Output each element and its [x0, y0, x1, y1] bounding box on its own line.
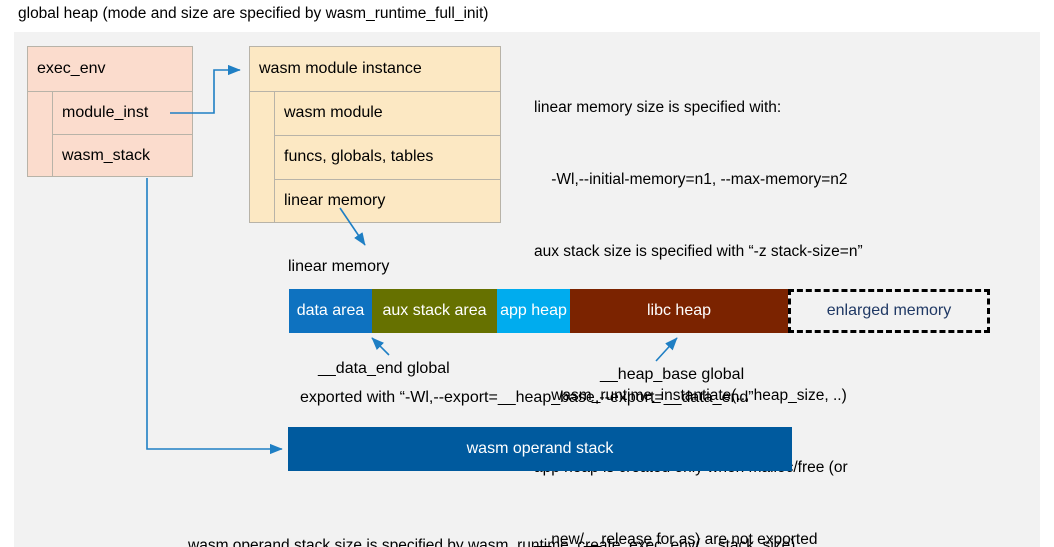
- annotation-data-end-label: __data_end global: [318, 360, 450, 377]
- module-instance-indent-line: [274, 91, 275, 223]
- module-instance-header: wasm module instance: [249, 46, 501, 91]
- module-instance-header-label: wasm module instance: [259, 59, 422, 77]
- exec-env-divider-1: [27, 91, 193, 92]
- operand-stack-note-line-1: wasm operand stack size is specified by …: [188, 537, 796, 547]
- memory-segment-app-heap-label: app heap: [500, 302, 567, 319]
- module-instance-field-funcs-globals-tables: funcs, globals, tables: [274, 135, 501, 179]
- module-instance-field-funcs-globals-tables-label: funcs, globals, tables: [284, 148, 434, 165]
- exec-env-header-label: exec_env: [37, 59, 106, 77]
- page-title: global heap (mode and size are specified…: [18, 5, 489, 22]
- memory-segment-enlarged-memory: enlarged memory: [788, 289, 990, 333]
- operand-stack-note: wasm operand stack size is specified by …: [188, 481, 795, 547]
- memory-segment-libc-heap: libc heap: [570, 289, 788, 333]
- module-instance-divider-1: [249, 91, 501, 92]
- exec-env-field-module-inst: module_inst: [52, 91, 193, 134]
- exec-env-box: [27, 46, 193, 177]
- memory-segment-data-area-label: data area: [296, 302, 365, 319]
- wasm-operand-stack-box: wasm operand stack: [288, 427, 792, 471]
- exec-env-divider-2: [52, 134, 193, 135]
- annotation-heap-base-label: __heap_base global: [600, 366, 745, 383]
- exec-env-header: exec_env: [27, 46, 193, 91]
- exec-env-field-module-inst-label: module_inst: [62, 103, 149, 121]
- annotation-data-end: __data_end global: [318, 360, 450, 378]
- linear-memory-bar: data area aux stack area app heap libc h…: [289, 289, 990, 333]
- info-line-3: aux stack size is specified with “-z sta…: [534, 243, 863, 260]
- memory-segment-app-heap: app heap: [497, 289, 570, 333]
- info-line-5: wasm_runtime_instantiate(.., heap_size, …: [534, 387, 847, 404]
- exec-env-field-wasm-stack: wasm_stack: [52, 134, 193, 177]
- annotation-exported-with: exported with “-Wl,--export=__heap_base,…: [300, 389, 754, 407]
- module-instance-box: [249, 46, 501, 223]
- module-instance-divider-3: [274, 179, 501, 180]
- wasm-operand-stack-label: wasm operand stack: [466, 440, 614, 457]
- info-line-7: __new/__release for as) are not exported: [534, 531, 818, 547]
- info-line-1: linear memory size is specified with:: [534, 99, 782, 116]
- module-instance-field-wasm-module-label: wasm module: [284, 104, 383, 121]
- module-instance-field-linear-memory: linear memory: [274, 179, 501, 223]
- memory-segment-aux-stack-area: aux stack area: [372, 289, 497, 333]
- memory-segment-enlarged-memory-label: enlarged memory: [826, 302, 952, 319]
- module-instance-field-wasm-module: wasm module: [274, 91, 501, 135]
- memory-segment-data-area: data area: [289, 289, 372, 333]
- annotation-heap-base: __heap_base global: [600, 366, 744, 384]
- memory-segment-libc-heap-label: libc heap: [646, 302, 712, 319]
- linear-memory-caption: linear memory: [288, 258, 390, 275]
- module-instance-field-linear-memory-label: linear memory: [284, 192, 386, 209]
- exec-env-field-wasm-stack-label: wasm_stack: [62, 146, 151, 164]
- info-line-2: -Wl,--initial-memory=n1, --max-memory=n2: [534, 171, 848, 188]
- module-instance-divider-2: [274, 135, 501, 136]
- annotation-exported-with-label: exported with “-Wl,--export=__heap_base,…: [300, 389, 754, 406]
- memory-segment-aux-stack-area-label: aux stack area: [382, 302, 487, 319]
